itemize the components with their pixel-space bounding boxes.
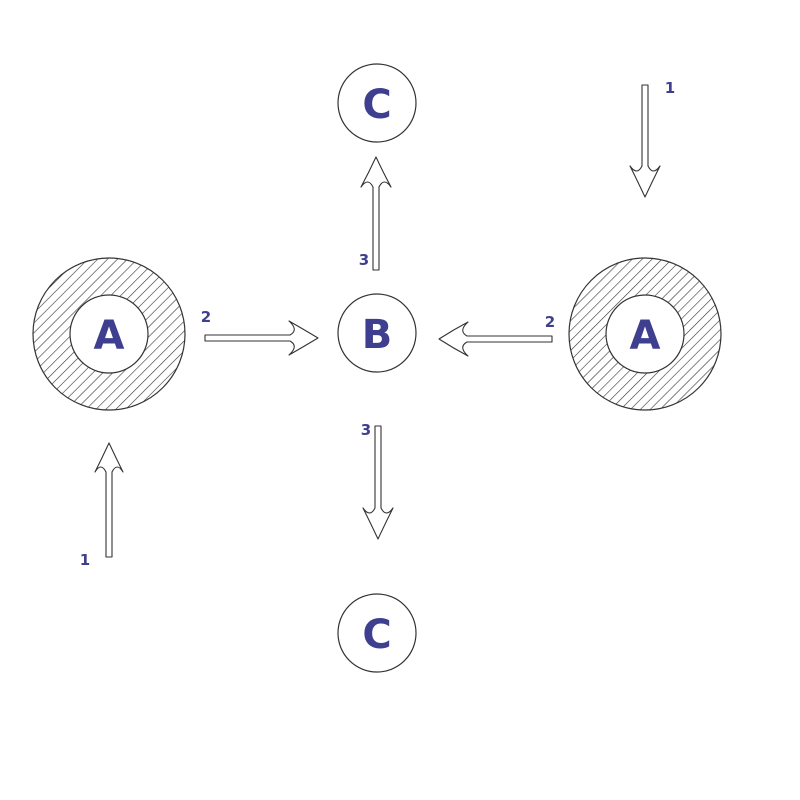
node-label-a-right: A bbox=[630, 313, 661, 359]
circle-b bbox=[337, 293, 417, 373]
step-label-3-bottom: 3 bbox=[361, 421, 371, 439]
step-label-3-top: 3 bbox=[359, 251, 369, 269]
step-label-1-right: 1 bbox=[665, 79, 675, 97]
arrow-up-icon bbox=[360, 156, 392, 271]
circle-c-top bbox=[337, 63, 417, 143]
arrow-step2-left: 2 bbox=[201, 308, 319, 356]
arrow-step3-top: 3 bbox=[359, 156, 392, 271]
node-label-c-bottom: C bbox=[362, 612, 391, 658]
node-a-right: A bbox=[568, 257, 722, 411]
node-label-b: B bbox=[362, 312, 393, 358]
inner-circle-right bbox=[605, 294, 685, 374]
step-label-1-left: 1 bbox=[80, 551, 90, 569]
node-label-a-left: A bbox=[94, 313, 125, 359]
inner-circle-left bbox=[69, 294, 149, 374]
node-label-c-top: C bbox=[362, 82, 391, 128]
arrow-step1-right: 1 bbox=[629, 79, 675, 198]
arrow-left-icon bbox=[438, 321, 553, 357]
node-c-top: C bbox=[337, 63, 417, 143]
arrow-step2-right: 2 bbox=[438, 313, 555, 357]
arrow-up-icon bbox=[94, 442, 124, 558]
arrow-down-icon bbox=[362, 425, 394, 540]
circle-c-bottom bbox=[337, 593, 417, 673]
node-a-left: A bbox=[32, 257, 186, 411]
node-c-bottom: C bbox=[337, 593, 417, 673]
step-label-2-left: 2 bbox=[201, 308, 211, 326]
arrow-down-icon bbox=[629, 84, 661, 198]
node-b-center: B bbox=[337, 293, 417, 373]
arrow-step1-left: 1 bbox=[80, 442, 124, 569]
step-label-2-right: 2 bbox=[545, 313, 555, 331]
arrow-right-icon bbox=[204, 320, 319, 356]
arrow-step3-bottom: 3 bbox=[361, 421, 394, 540]
